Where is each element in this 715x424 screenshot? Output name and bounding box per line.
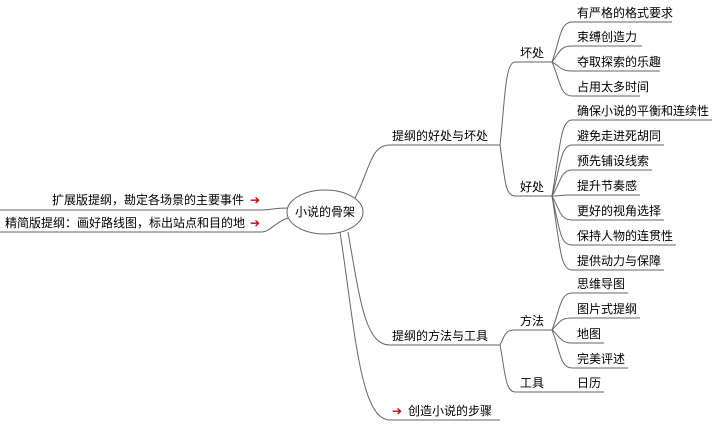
connector-root-methods	[347, 231, 391, 346]
connector-bad-3	[551, 61, 573, 72]
connector-benefits-bad	[499, 61, 516, 146]
sub-bad-label[interactable]: 坏处	[520, 46, 544, 60]
good-item-6[interactable]: 保持人物的连贯性	[577, 228, 673, 243]
connector-good-5	[551, 195, 573, 221]
connector-methods-approach	[499, 329, 516, 346]
bad-item-3[interactable]: 夺取探索的乐趣	[577, 54, 661, 69]
branch-methods-label[interactable]: 提纲的方法与工具	[392, 328, 488, 343]
connector-approach-4	[551, 329, 573, 369]
left-branch-1-arrow: ➔	[250, 193, 260, 207]
good-item-1[interactable]: 确保小说的平衡和连续性	[577, 103, 709, 118]
good-item-2[interactable]: 避免走进死胡同	[577, 128, 661, 143]
connector-root-steps	[339, 231, 391, 421]
good-item-3[interactable]: 预先铺设线索	[577, 154, 649, 168]
connector-root-benefits	[354, 144, 391, 199]
connector-good-7	[551, 195, 573, 271]
connector-good-6	[551, 195, 573, 246]
connector-good-3	[551, 169, 573, 197]
good-items: 确保小说的平衡和连续性 避免走进死胡同 预先铺设线索 提升节奏感 更好的视角选择…	[551, 103, 712, 271]
approach-item-1[interactable]: 思维导图	[577, 277, 625, 291]
branch-steps-label[interactable]: 创造小说的步骤	[408, 403, 492, 418]
bad-item-1[interactable]: 有严格的格式要求	[577, 5, 673, 20]
good-item-7[interactable]: 提供动力与保障	[577, 253, 661, 268]
connector-bad-1	[551, 21, 573, 63]
connector-approach-2	[551, 317, 573, 331]
connector-methods-tools	[499, 344, 516, 393]
branch-steps-arrow: ➔	[392, 404, 402, 418]
bad-item-4[interactable]: 占用太多时间	[577, 79, 649, 94]
connector-approach-1	[551, 292, 573, 331]
good-item-5[interactable]: 更好的视角选择	[577, 203, 661, 218]
approach-item-4[interactable]: 完美评述	[577, 351, 625, 366]
connector-root-left2	[261, 217, 289, 233]
bad-item-2[interactable]: 束缚创造力	[577, 30, 637, 44]
approach-items: 思维导图 图片式提纲 地图 完美评述	[551, 277, 640, 369]
left-branch-1-label[interactable]: 扩展版提纲，勘定各场景的主要事件	[52, 192, 244, 207]
sub-good-label[interactable]: 好处	[520, 180, 544, 194]
bad-items: 有严格的格式要求 束缚创造力 夺取探索的乐趣 占用太多时间	[551, 5, 673, 97]
good-item-4[interactable]: 提升节奏感	[577, 178, 637, 193]
connector-bad-2	[551, 45, 573, 63]
connector-good-1	[551, 119, 573, 197]
connector-bad-4	[551, 61, 573, 97]
connector-root-left1	[261, 207, 289, 211]
approach-item-3[interactable]: 地图	[577, 327, 601, 341]
left-branch-2-arrow: ➔	[250, 216, 260, 230]
root-label: 小说的骨架	[295, 204, 355, 219]
approach-item-2[interactable]: 图片式提纲	[577, 301, 637, 316]
root-node[interactable]	[286, 189, 364, 235]
left-branch-2-label[interactable]: 精简版提纲：画好路线图，标出站点和目的地	[5, 215, 245, 230]
sub-tools-label[interactable]: 工具	[520, 376, 544, 390]
connector-good-4	[551, 194, 573, 197]
tools-item-1[interactable]: 日历	[577, 376, 601, 390]
sub-approach-label[interactable]: 方法	[520, 313, 544, 328]
branch-benefits-label[interactable]: 提纲的好处与坏处	[392, 128, 488, 143]
connector-benefits-good	[499, 144, 516, 197]
connector-good-2	[551, 144, 573, 197]
connector-approach-3	[551, 329, 573, 344]
